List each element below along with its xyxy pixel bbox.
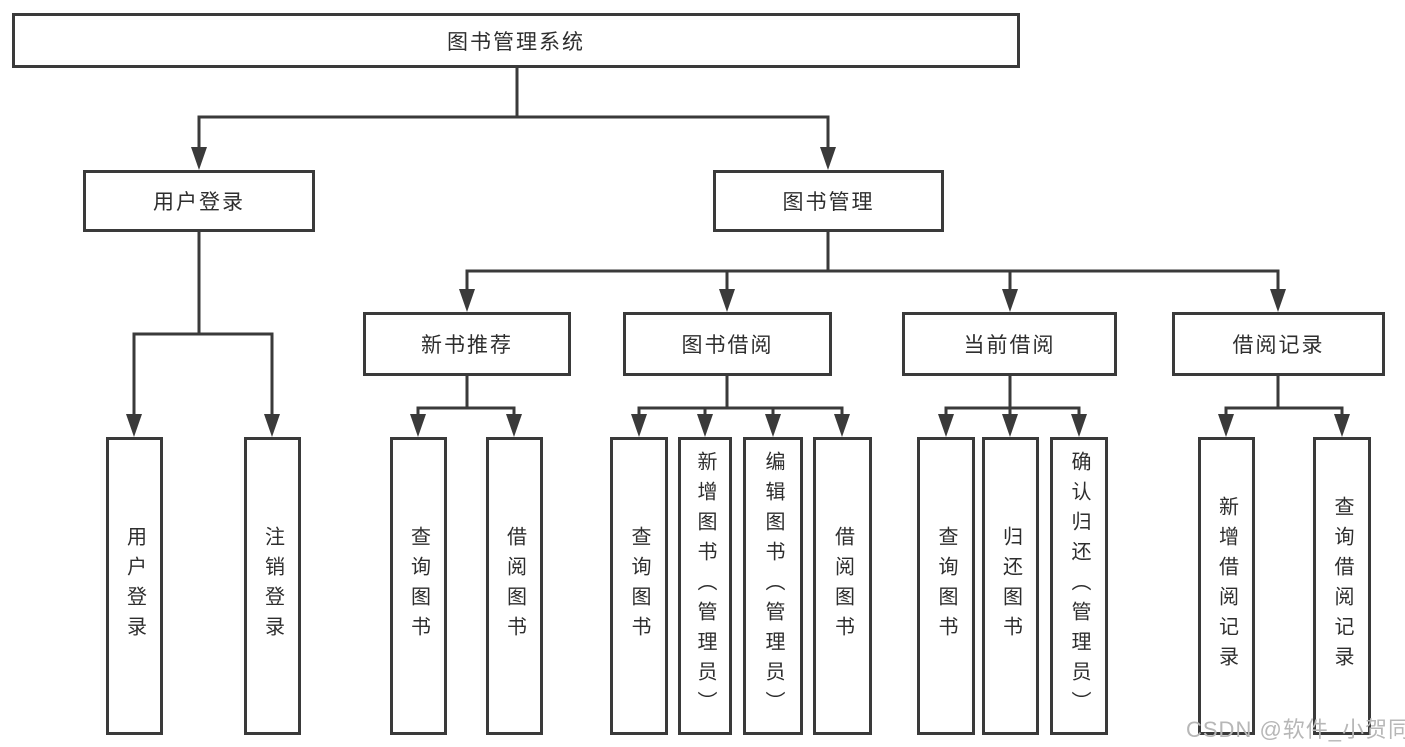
leaf-rec-borrow-books: 借阅图书 <box>486 437 543 735</box>
node-label: 图书管理 <box>782 191 875 214</box>
node-label: 借阅图书 <box>503 526 526 646</box>
node-label: 查询图书 <box>628 526 650 646</box>
leaf-bb-edit-books-admin: 编辑图书（管理员） <box>743 437 803 735</box>
node-label: 新增借阅记录 <box>1215 496 1238 676</box>
node-label: 借阅记录 <box>1232 334 1325 357</box>
node-label: 图书借阅 <box>681 334 774 357</box>
node-label: 用户登录 <box>123 526 146 646</box>
node-new-book-recommendation: 新书推荐 <box>363 312 571 376</box>
node-user-login: 用户登录 <box>83 170 315 232</box>
leaf-cb-return-books: 归还图书 <box>982 437 1039 735</box>
leaf-bb-query-books: 查询图书 <box>610 437 668 735</box>
node-label: 编辑图书（管理员） <box>762 451 784 721</box>
leaf-br-query-borrow-record: 查询借阅记录 <box>1313 437 1371 735</box>
watermark-text: CSDN @软件_小贺同学 <box>1186 717 1405 742</box>
leaf-cb-query-books: 查询图书 <box>917 437 975 735</box>
node-current-borrowing: 当前借阅 <box>902 312 1117 376</box>
leaf-bb-borrow-books: 借阅图书 <box>813 437 872 735</box>
node-label: 查询图书 <box>935 526 957 646</box>
node-label: 图书管理系统 <box>447 30 585 54</box>
node-label: 归还图书 <box>999 526 1022 646</box>
node-label: 确认归还（管理员） <box>1068 451 1090 721</box>
node-label: 查询图书 <box>407 526 430 646</box>
leaf-bb-add-books-admin: 新增图书（管理员） <box>678 437 732 735</box>
node-label: 当前借阅 <box>963 334 1056 357</box>
node-book-management: 图书管理 <box>713 170 944 232</box>
node-label: 借阅图书 <box>831 526 854 646</box>
leaf-rec-query-books: 查询图书 <box>390 437 447 735</box>
node-book-borrowing: 图书借阅 <box>623 312 832 376</box>
node-borrowing-records: 借阅记录 <box>1172 312 1385 376</box>
leaf-br-add-borrow-record: 新增借阅记录 <box>1198 437 1255 735</box>
leaf-logout-login: 注销登录 <box>244 437 301 735</box>
leaf-cb-confirm-return-admin: 确认归还（管理员） <box>1050 437 1108 735</box>
node-label: 查询借阅记录 <box>1331 496 1353 676</box>
node-label: 注销登录 <box>261 526 284 646</box>
node-label: 用户登录 <box>153 191 245 214</box>
leaf-user-login: 用户登录 <box>106 437 163 735</box>
node-label: 新书推荐 <box>421 334 513 357</box>
node-label: 新增图书（管理员） <box>694 451 716 721</box>
node-library-management-system: 图书管理系统 <box>12 13 1020 68</box>
